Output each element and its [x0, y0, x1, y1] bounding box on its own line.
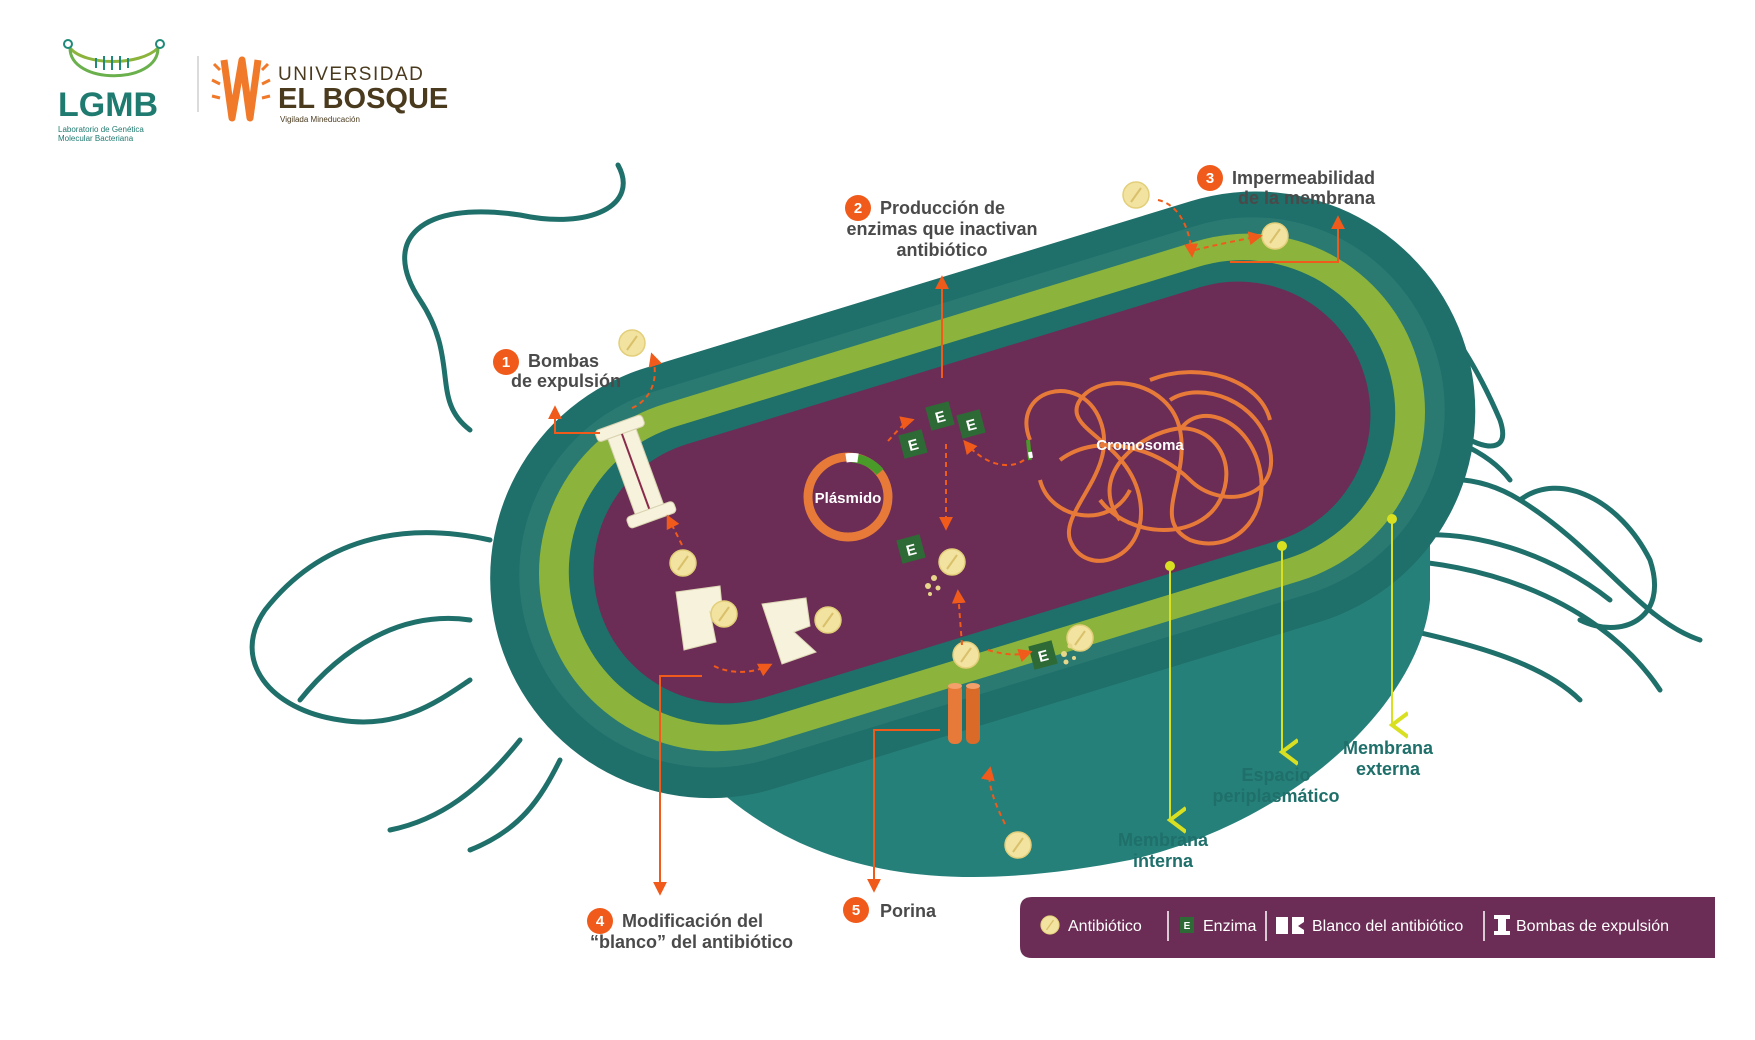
svg-text:Producción de: Producción de	[880, 198, 1005, 218]
bosque-line1: UNIVERSIDAD	[278, 64, 424, 85]
svg-text:enzimas que inactivan: enzimas que inactivan	[846, 219, 1037, 239]
mechanism-1-label: 1 Bombas de expulsión	[493, 349, 621, 391]
svg-text:interna: interna	[1133, 851, 1194, 871]
svg-text:Blanco del antibiótico: Blanco del antibiótico	[1312, 918, 1463, 935]
legend-efflux-pump: Bombas de expulsión	[1494, 915, 1669, 935]
svg-text:Bombas: Bombas	[528, 351, 599, 371]
legend-enzyme: E Enzima	[1180, 917, 1256, 935]
mechanism-5-label: 5 Porina	[843, 897, 937, 923]
svg-text:Bombas de expulsión: Bombas de expulsión	[1516, 918, 1669, 935]
svg-text:2: 2	[854, 200, 862, 217]
lgmb-logo: LGMB Laboratorio de Genética Molecular B…	[58, 40, 164, 143]
svg-text:5: 5	[852, 902, 860, 919]
svg-text:Porina: Porina	[880, 901, 937, 921]
svg-text:Membrana: Membrana	[1343, 738, 1434, 758]
svg-text:4: 4	[596, 913, 605, 930]
mechanism-4-label: 4 Modificación del “blanco” del antibiót…	[587, 908, 793, 952]
svg-text:de expulsión: de expulsión	[511, 371, 621, 391]
mechanism-2-label: 2 Producción de enzimas que inactivan an…	[845, 195, 1038, 260]
bosque-emblem-icon	[212, 60, 270, 118]
svg-text:Impermeabilidad: Impermeabilidad	[1232, 168, 1375, 188]
svg-text:Modificación del: Modificación del	[622, 911, 763, 931]
svg-text:Enzima: Enzima	[1203, 918, 1256, 935]
bosque-line2: EL BOSQUE	[278, 83, 448, 115]
chromosome-label: Cromosoma	[1096, 437, 1184, 454]
legend: Antibiótico E Enzima Blanco del antibiót…	[1020, 897, 1715, 958]
svg-text:Espacio: Espacio	[1241, 765, 1310, 785]
svg-text:externa: externa	[1356, 759, 1421, 779]
plasmid-label: Plásmido	[815, 490, 882, 507]
el-bosque-logo: UNIVERSIDAD EL BOSQUE Vigilada Mineducac…	[212, 60, 448, 124]
svg-text:“blanco” del antibiótico: “blanco” del antibiótico	[590, 932, 793, 952]
bosque-line3: Vigilada Mineducación	[280, 115, 360, 124]
svg-text:1: 1	[502, 354, 510, 371]
svg-text:Antibiótico: Antibiótico	[1068, 918, 1142, 935]
svg-text:de la membrana: de la membrana	[1238, 188, 1376, 208]
lgmb-subtitle-1: Laboratorio de Genética	[58, 125, 144, 134]
dna-icon	[64, 40, 164, 76]
svg-text:Membrana: Membrana	[1118, 830, 1209, 850]
lgmb-subtitle-2: Molecular Bacteriana	[58, 134, 134, 143]
svg-text:3: 3	[1206, 170, 1214, 187]
legend-antibiotic: Antibiótico	[1041, 916, 1142, 935]
svg-text:periplasmático: periplasmático	[1212, 786, 1339, 806]
lgmb-title: LGMB	[58, 86, 158, 124]
svg-text:E: E	[1184, 921, 1191, 932]
svg-text:antibiótico: antibiótico	[897, 240, 988, 260]
outer-membrane-label: Membrana externa	[1343, 738, 1434, 779]
